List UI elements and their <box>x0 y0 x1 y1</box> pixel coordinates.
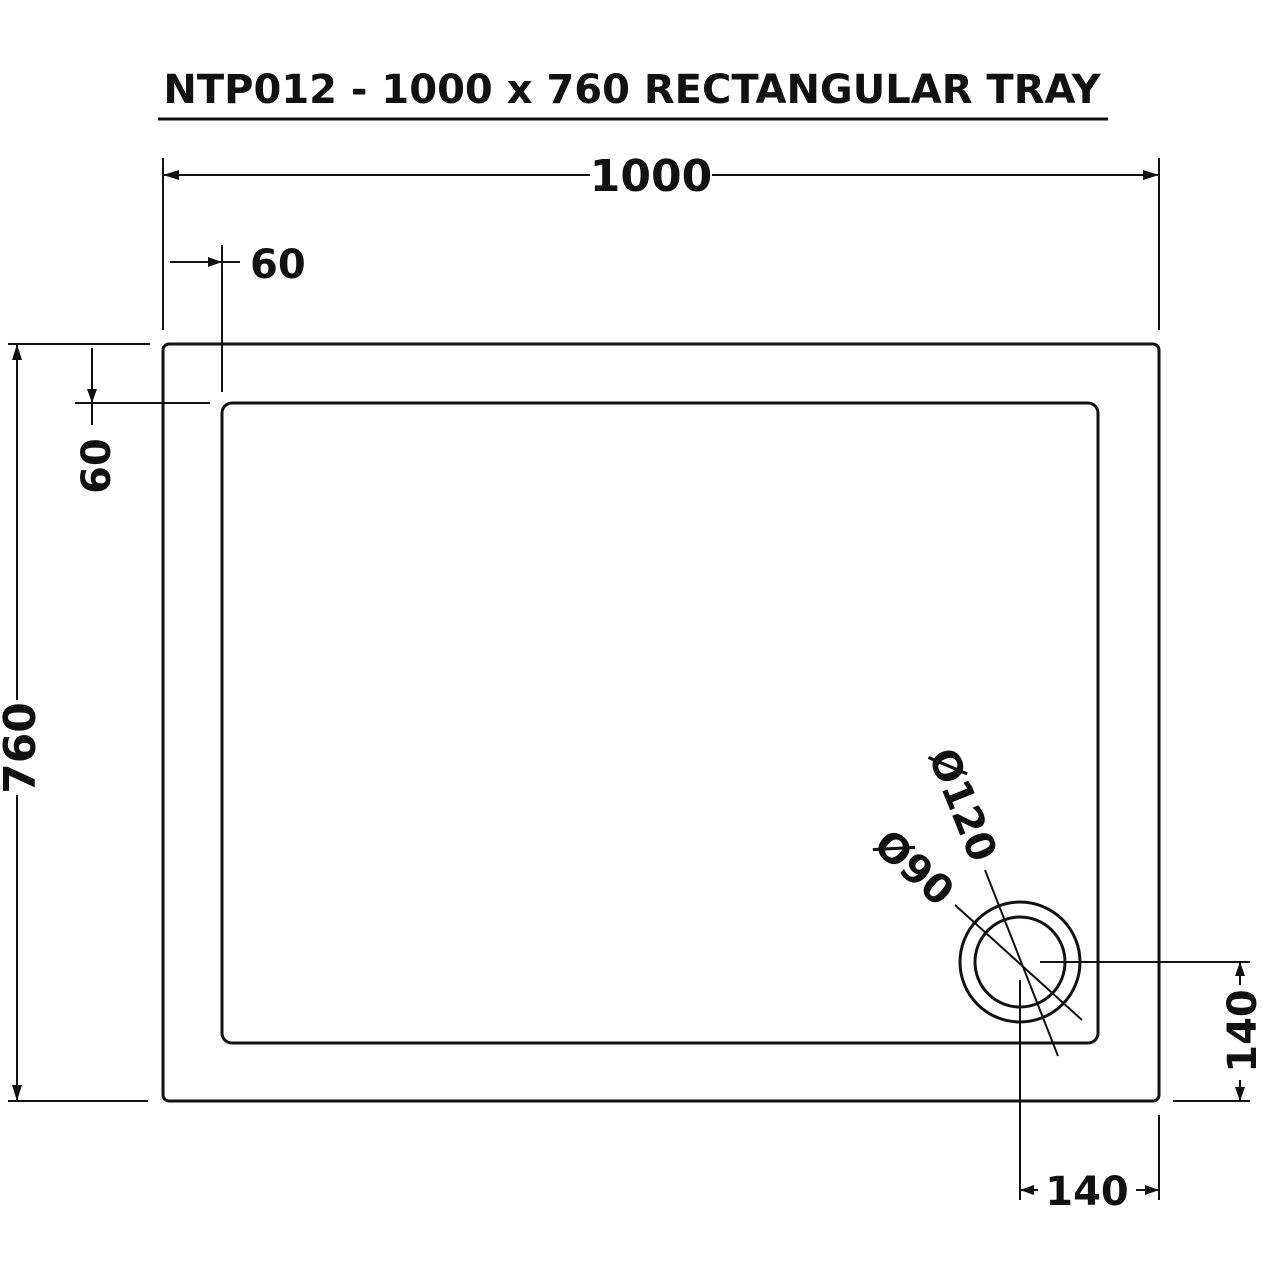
inner-diameter-label: Ø90 <box>865 821 962 915</box>
waste-bottom-arrow-left <box>1020 1185 1034 1195</box>
waste-bottom-arrow-right <box>1145 1185 1159 1195</box>
length-arrow-bottom <box>12 1085 22 1101</box>
rim-left-arrow <box>208 257 222 267</box>
width-label: 1000 <box>590 151 712 202</box>
waste-side-arrow-bottom <box>1235 1087 1245 1101</box>
rim-left-label: 60 <box>250 242 306 288</box>
inner-diameter-leader <box>954 904 1083 1021</box>
width-arrow-left <box>163 170 179 180</box>
outer-diameter-leader <box>984 869 1059 1057</box>
rim-top-arrow <box>87 389 97 403</box>
width-arrow-right <box>1143 170 1159 180</box>
length-arrow-top <box>12 344 22 360</box>
outer-diameter-label: Ø120 <box>919 742 1006 868</box>
waste-bottom-label: 140 <box>1045 1169 1129 1215</box>
tray-outer-outline <box>161 342 1161 1103</box>
drawing-title: NTP012 - 1000 x 760 RECTANGULAR TRAY <box>163 67 1101 113</box>
length-label: 760 <box>0 702 46 794</box>
rim-top-label: 60 <box>74 438 120 494</box>
tray-inner-basin <box>220 401 1100 1045</box>
waste-side-arrow-top <box>1235 962 1245 976</box>
waste-side-label: 140 <box>1220 989 1266 1073</box>
